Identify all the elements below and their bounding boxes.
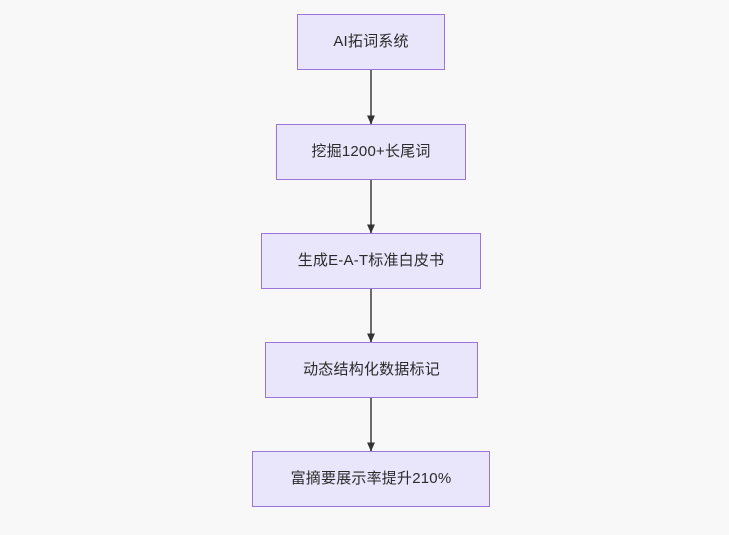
flow-node-ai-keyword-system[interactable]: AI拓词系统 <box>297 14 445 70</box>
flow-node-label: 富摘要展示率提升210% <box>290 470 452 487</box>
flow-node-dynamic-structured-data-markup[interactable]: 动态结构化数据标记 <box>265 342 478 398</box>
flow-node-label: 挖掘1200+长尾词 <box>311 143 431 160</box>
flow-node-label: AI拓词系统 <box>333 33 409 50</box>
flow-node-rich-snippet-rate-increase[interactable]: 富摘要展示率提升210% <box>252 451 490 507</box>
flow-node-label: 动态结构化数据标记 <box>303 361 440 378</box>
flow-node-mine-longtail-keywords[interactable]: 挖掘1200+长尾词 <box>276 124 466 180</box>
flow-node-label: 生成E-A-T标准白皮书 <box>297 252 445 269</box>
flow-node-generate-eat-whitepaper[interactable]: 生成E-A-T标准白皮书 <box>261 233 481 289</box>
